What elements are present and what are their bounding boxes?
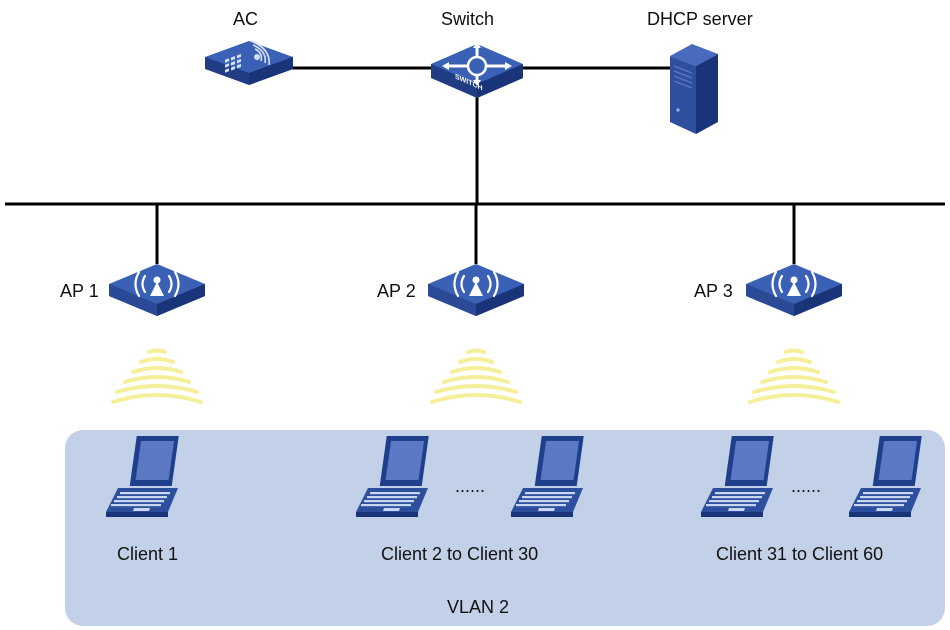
server-icon	[670, 44, 718, 134]
ap1-icon	[107, 262, 207, 318]
switch-icon: SWITCH	[431, 42, 523, 98]
signal-icon	[430, 348, 522, 404]
ellipsis: ......	[791, 476, 822, 496]
vlan-area	[65, 430, 945, 626]
ac-icon	[205, 40, 293, 85]
client-group-2-label: Client 2 to Client 30	[381, 544, 539, 564]
dhcp-server-label: DHCP server	[647, 9, 753, 29]
ac-label: AC	[233, 9, 259, 29]
client-group-1-label: Client 1	[117, 544, 179, 564]
switch-label: Switch	[441, 9, 495, 29]
signal-icon	[748, 348, 840, 404]
ap1-label: AP 1	[60, 281, 99, 301]
ap2-label: AP 2	[377, 281, 416, 301]
wires	[5, 66, 945, 264]
vlan-label: VLAN 2	[447, 597, 510, 617]
ellipsis: ......	[455, 476, 486, 496]
ap3-label: AP 3	[694, 281, 733, 301]
client-group-3-label: Client 31 to Client 60	[716, 544, 884, 564]
ap3-icon	[744, 262, 844, 318]
ap2-icon	[426, 262, 526, 318]
signal-icon	[111, 348, 203, 404]
